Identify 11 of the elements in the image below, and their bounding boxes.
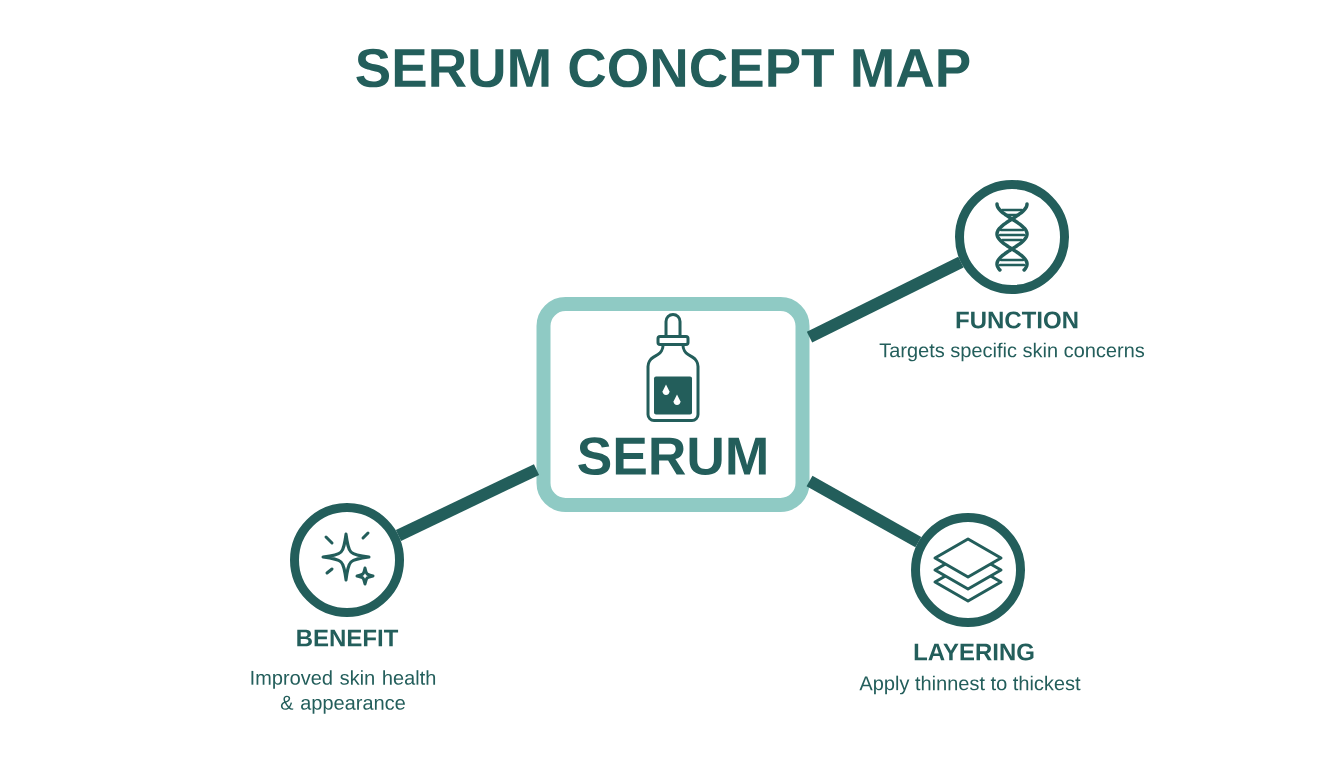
connector-line	[806, 256, 964, 343]
concept-description: Apply thinnest to thickest	[859, 675, 1081, 695]
concept-heading: FUNCTION	[956, 311, 1078, 329]
concept-description: Improved skin health & appearance	[251, 670, 436, 714]
concept-description: Targets specific skin concerns	[879, 342, 1145, 362]
title: SERUM CONCEPT MAP	[356, 48, 970, 88]
concept-heading: LAYERING	[914, 643, 1034, 661]
serum-box: SERUM	[536, 297, 810, 512]
connector-line	[806, 475, 922, 548]
concept-heading: BENEFIT	[297, 629, 399, 647]
connector-line	[395, 464, 540, 541]
